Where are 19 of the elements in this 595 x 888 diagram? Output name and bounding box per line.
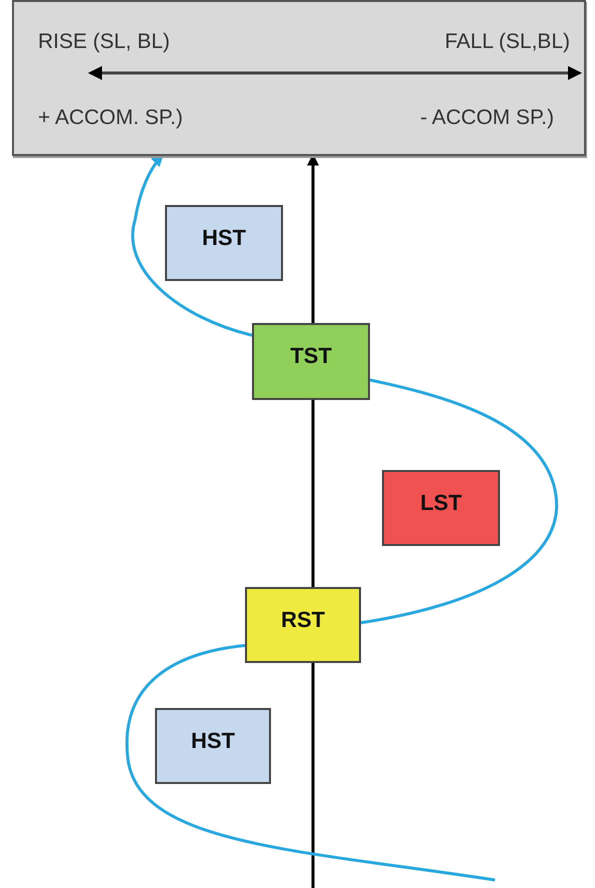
curve-line: [312, 400, 314, 587]
stage-box: [155, 708, 271, 784]
stage-label: TST: [290, 343, 332, 369]
axis-label: - ACCOM SP.): [420, 106, 554, 130]
curve-line: [125, 644, 496, 882]
stage-label: RST: [281, 607, 325, 633]
stage-label: LST: [420, 490, 462, 516]
stage-label: HST: [191, 728, 235, 754]
stage-box: [252, 323, 370, 400]
curve-line: [360, 378, 558, 624]
curve-line: [312, 663, 314, 888]
stage-box: [245, 587, 361, 663]
axis-label: FALL (SL,BL): [444, 30, 570, 54]
stage-box: [165, 205, 283, 281]
stage-label: HST: [202, 225, 246, 251]
axis-label: RISE (SL, BL): [38, 30, 170, 54]
header-panel: [12, 0, 586, 156]
stage-box: [382, 470, 500, 546]
axis-label: + ACCOM. SP.): [38, 106, 183, 130]
